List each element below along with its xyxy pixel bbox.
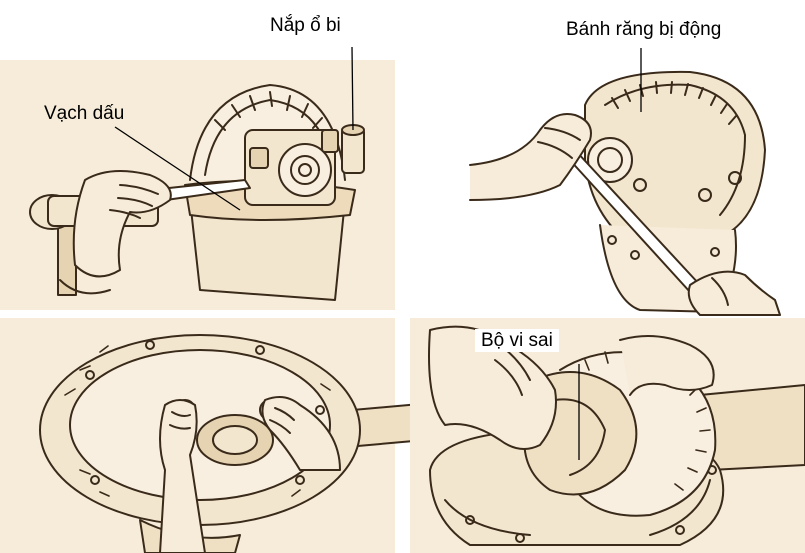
differential-label: Bộ vi sai	[475, 329, 559, 352]
marking-line-label: Vạch dấu	[44, 104, 124, 123]
driven-gear-label: Bánh răng bị động	[566, 20, 721, 39]
panel-removing-driven-gear	[470, 72, 780, 315]
panel-lifting-differential	[410, 318, 805, 553]
bearing-cap-label: Nắp ổ bi	[270, 16, 341, 35]
panel-removing-bearing-caps	[0, 318, 425, 553]
panel-marking-bearing-cap	[0, 60, 395, 310]
